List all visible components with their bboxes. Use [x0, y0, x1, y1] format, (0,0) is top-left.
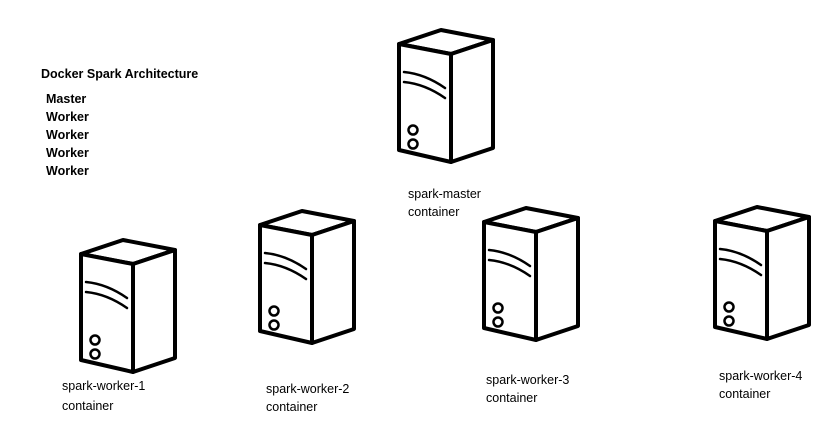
spark-worker-2-node	[258, 209, 356, 359]
server-tower-icon	[713, 205, 811, 341]
power-button-icon	[268, 305, 280, 317]
server-outline	[718, 247, 763, 267]
spark-worker-1-caption: spark-worker-1 container	[62, 377, 145, 415]
server-outline	[487, 248, 532, 268]
spark-master-caption: spark-master container	[408, 185, 481, 221]
server-outline	[402, 80, 447, 100]
legend-item: Master	[46, 92, 87, 106]
spark-master-node	[397, 28, 495, 178]
node-kind-label: container	[486, 391, 538, 405]
diagram-title: Docker Spark Architecture	[41, 67, 199, 81]
node-kind-label: container	[719, 387, 771, 401]
node-kind-label: container	[408, 205, 460, 219]
node-name-label: spark-worker-2	[266, 382, 350, 396]
legend-item: Worker	[46, 110, 89, 124]
server-tower-icon	[79, 238, 177, 374]
server-tower-icon	[397, 28, 495, 164]
node-kind-label: container	[266, 400, 318, 414]
node-kind-label: container	[62, 399, 114, 413]
server-tower-icon	[258, 209, 356, 345]
legend-item: Worker	[46, 146, 89, 160]
server-outline	[397, 42, 453, 164]
server-outline	[482, 220, 538, 342]
server-outline	[258, 223, 314, 345]
power-button-icon	[407, 124, 419, 136]
power-button-icon	[492, 302, 504, 314]
spark-worker-1-node	[79, 238, 177, 388]
server-outline	[713, 219, 769, 341]
node-name-label: spark-worker-3	[486, 373, 570, 387]
spark-worker-2-caption: spark-worker-2 container	[266, 380, 349, 416]
server-outline	[310, 219, 356, 345]
legend-item: Worker	[46, 164, 89, 178]
server-outline	[534, 216, 580, 342]
power-button-icon	[407, 138, 419, 150]
power-button-icon	[492, 316, 504, 328]
power-button-icon	[89, 348, 101, 360]
node-name-label: spark-worker-4	[719, 369, 803, 383]
legend-list: Master Worker Worker Worker Worker	[46, 90, 89, 180]
spark-worker-4-node	[713, 205, 811, 355]
server-outline	[84, 290, 129, 310]
spark-worker-3-node	[482, 206, 580, 356]
server-outline	[84, 280, 129, 300]
node-name-label: spark-worker-1	[62, 379, 146, 393]
server-outline	[718, 257, 763, 277]
spark-worker-3-caption: spark-worker-3 container	[486, 371, 569, 407]
spark-worker-4-caption: spark-worker-4 container	[719, 367, 802, 403]
server-outline	[79, 252, 135, 374]
power-button-icon	[723, 301, 735, 313]
server-outline	[449, 38, 495, 164]
power-button-icon	[89, 334, 101, 346]
server-outline	[263, 251, 308, 271]
server-outline	[487, 258, 532, 278]
node-name-label: spark-master	[408, 187, 481, 201]
server-outline	[765, 215, 811, 341]
server-outline	[131, 248, 177, 374]
power-button-icon	[723, 315, 735, 327]
server-outline	[263, 261, 308, 281]
server-tower-icon	[482, 206, 580, 342]
legend-item: Worker	[46, 128, 89, 142]
server-outline	[402, 70, 447, 90]
power-button-icon	[268, 319, 280, 331]
